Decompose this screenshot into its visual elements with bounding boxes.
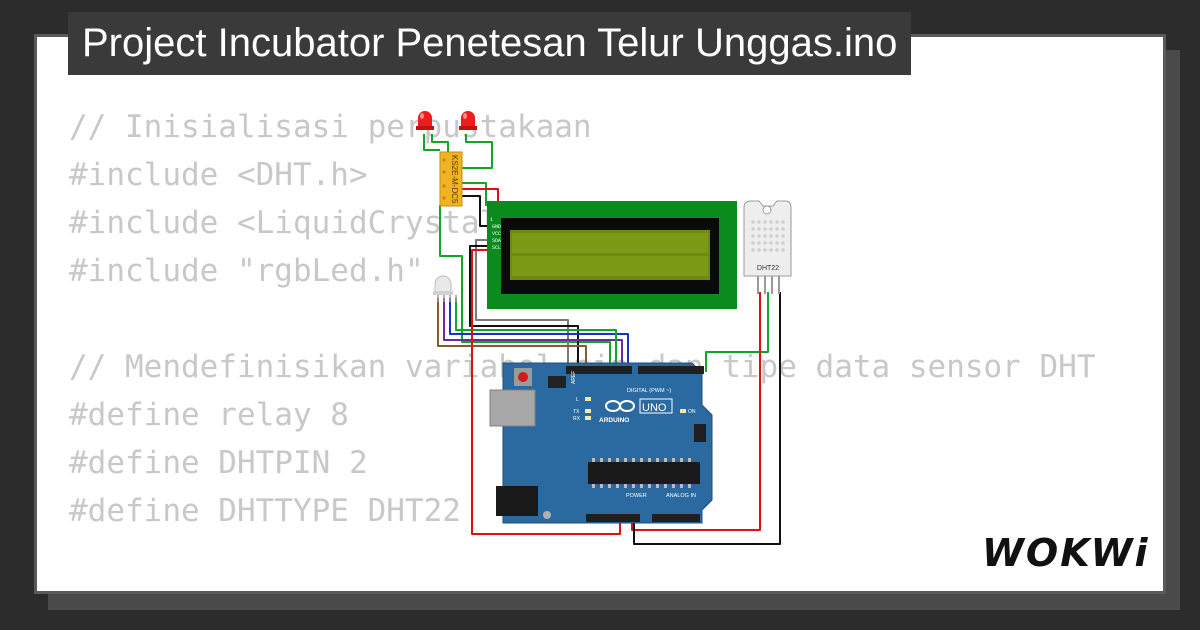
arduino-logo-icon	[605, 400, 635, 412]
led-label-tx: TX	[573, 409, 580, 415]
lcd-pin-label: SDA	[492, 238, 501, 244]
led-red-2[interactable]	[459, 111, 477, 130]
page-title: Project Incubator Penetesan Telur Unggas…	[68, 12, 912, 75]
lcd-pin-label: 1	[490, 217, 493, 223]
led-label-l: L	[576, 397, 579, 403]
wire-brown	[437, 298, 587, 372]
wire-blue	[449, 298, 629, 372]
rgb-led[interactable]	[433, 275, 457, 302]
analog-label: ANALOG IN	[666, 493, 696, 499]
code-line: #define DHTPIN 2	[69, 445, 368, 481]
on-label: ON	[688, 409, 696, 415]
wire-green	[462, 182, 487, 206]
lcd-pin-label: SCL	[492, 245, 501, 251]
led-red-1[interactable]	[416, 111, 434, 130]
power-jack	[496, 486, 538, 516]
lcd-pin-label: VCC	[492, 231, 501, 237]
lcd-display[interactable]: 1 GND VCC SDA SCL	[487, 201, 737, 309]
code-background: // Inisialisasi perpustakaan #include <DH…	[69, 103, 1096, 591]
digital-label: DIGITAL (PWM ~)	[627, 388, 671, 394]
atmega-chip	[588, 462, 700, 484]
relay-label: KS2E-M-DC5	[450, 155, 459, 204]
wire-green	[455, 298, 617, 372]
code-line: #include <DHT.h>	[69, 157, 368, 193]
lcd-character-grid	[512, 233, 708, 276]
wire-black	[462, 195, 492, 227]
wire-green	[439, 205, 611, 372]
dht22-sensor[interactable]: DHT22	[743, 200, 792, 294]
aref-label: AREF	[571, 371, 577, 384]
status-leds: L TX RX	[573, 397, 591, 422]
brand-logo-text: WOKWi	[982, 531, 1150, 575]
wire-green	[462, 134, 493, 169]
arduino-model: UNO	[642, 402, 667, 414]
code-line: #define DHTTYPE DHT22	[69, 493, 461, 529]
led-label-rx: RX	[573, 416, 581, 422]
usb-port	[489, 389, 536, 427]
wire-green	[431, 134, 449, 152]
wire-black	[469, 245, 579, 372]
wire-green	[705, 292, 769, 372]
power-label: POWER	[626, 493, 647, 499]
wire-green	[423, 134, 440, 151]
wire-black	[633, 292, 781, 545]
arduino-uno-board[interactable]: AREF DIGITAL (PWM ~) UNO ARDUINO L TX RX…	[489, 362, 713, 524]
wire-red	[631, 292, 761, 531]
code-line: #include "rgbLed.h"	[69, 253, 424, 289]
dht22-label: DHT22	[757, 265, 779, 272]
relay-module[interactable]: KS2E-M-DC5	[439, 151, 463, 207]
code-line: // Menginisialisasi	[69, 583, 1096, 591]
preview-card: // Inisialisasi perpustakaan #include <DH…	[34, 34, 1166, 594]
code-line: #define relay 8	[69, 397, 349, 433]
lcd-pin-label: GND	[492, 224, 501, 230]
code-line: // Inisialisasi perpustakaan	[69, 109, 592, 145]
wire-gray	[475, 239, 569, 372]
wokwi-logo: WOKWi	[982, 531, 1150, 575]
wire-purple	[443, 298, 623, 372]
code-line: #include <LiquidCrystal	[69, 205, 499, 241]
arduino-name: ARDUINO	[599, 417, 629, 424]
